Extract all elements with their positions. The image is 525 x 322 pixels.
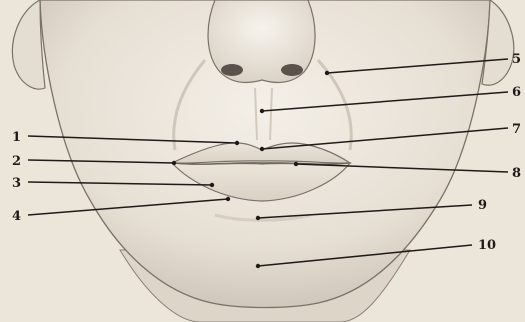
leader-dot-6 [260, 109, 264, 113]
leader-dot-3 [210, 183, 214, 187]
label-10: 10 [478, 238, 496, 253]
leader-dot-5 [325, 71, 329, 75]
left-nostril [221, 64, 243, 76]
right-nostril [281, 64, 303, 76]
label-6: 6 [512, 85, 521, 100]
label-8: 8 [512, 166, 521, 181]
leader-dot-2 [172, 161, 176, 165]
leader-dot-8 [294, 162, 298, 166]
label-2: 2 [12, 154, 21, 169]
label-5: 5 [512, 52, 521, 67]
label-3: 3 [12, 176, 21, 191]
leader-dot-10 [256, 264, 260, 268]
leader-dot-4 [226, 197, 230, 201]
leader-dot-1 [235, 141, 239, 145]
label-7: 7 [512, 122, 521, 137]
leader-dot-7 [260, 147, 264, 151]
label-1: 1 [12, 130, 21, 145]
label-9: 9 [478, 198, 487, 213]
label-4: 4 [12, 209, 21, 224]
leader-dot-9 [256, 216, 260, 220]
